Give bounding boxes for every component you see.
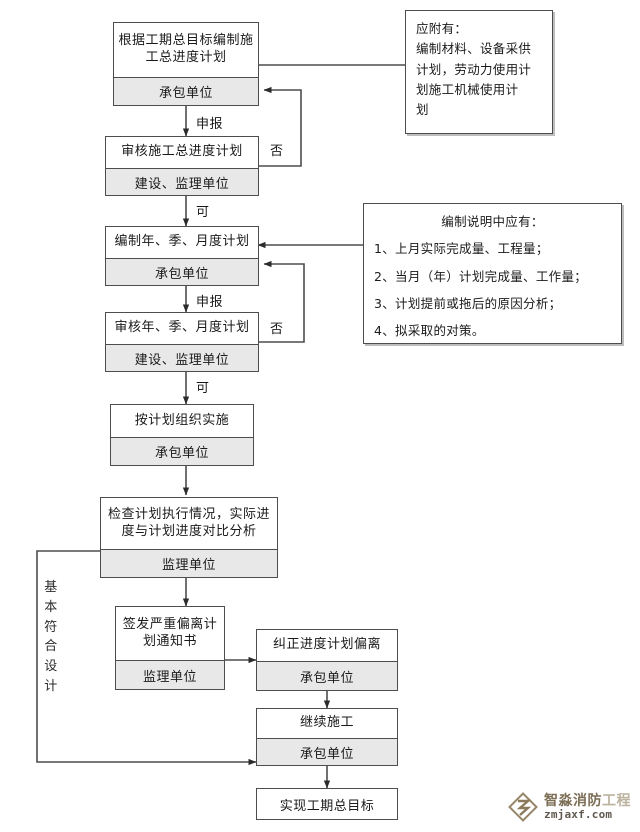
note2-head: 编制说明中应有： [441,214,544,229]
node-box-n3[interactable]: 编制年、季、月度计划 承包单位 [105,226,259,286]
node-actor-n8: 承包单位 [257,661,397,690]
node-actor-n3: 承包单位 [106,258,258,285]
watermark: 智淼消防工程 zmjaxf.com [508,792,631,822]
note1-line-2: 计划，劳动力使用计 [416,61,532,77]
conform-char-2: 本 [44,599,58,615]
node-actor-n9: 承包单位 [257,738,397,765]
note2-line-2: 2、当月（年）计划完成量、工作量； [374,268,588,284]
node-title-n1: 根据工期总目标编制施工总进度计划 [118,33,254,65]
note2-line-4: 4、拟采取的对策。 [374,323,485,338]
node-actor-n2: 建设、监理单位 [106,168,258,195]
note-box-attachments: 应附有： 编制材料、设备采供 计划，劳动力使用计 划施工机械使用计 划 [405,10,553,134]
note2-line-1: 1、上月实际完成量、工程量； [374,241,549,257]
conform-char-4: 合 [44,639,58,655]
note2-line-3: 3、计划提前或拖后的原因分析； [374,295,562,311]
watermark-brand-faded: 工程 [602,792,631,809]
edge-label-submit-2: 申报 [196,295,224,310]
node-title-n6: 检查计划执行情况，实际进度与计划进度对比分析 [107,506,270,539]
node-box-n1[interactable]: 根据工期总目标编制施工总进度计划 承包单位 [113,22,259,106]
watermark-brand-main: 智淼消防 [544,792,602,809]
conform-char-5: 设 [44,659,58,674]
note1-head: 应附有： [416,21,468,36]
edge-label-conform: 基 本 符 合 设 计 [42,578,60,697]
node-title-n8: 纠正进度计划偏离 [272,637,381,653]
node-box-n9[interactable]: 继续施工 承包单位 [256,708,398,766]
node-box-n10[interactable]: 实现工期总目标 [256,788,398,820]
node-title-n10: 实现工期总目标 [279,798,375,814]
note-box-description: 编制说明中应有： 1、上月实际完成量、工程量； 2、当月（年）计划完成量、工作量… [363,203,622,344]
node-title-n5: 按计划组织实施 [134,412,230,428]
conform-char-1: 基 [44,580,58,595]
node-box-n8[interactable]: 纠正进度计划偏离 承包单位 [256,629,398,691]
edge-label-approve-1: 可 [196,205,210,220]
node-actor-n4: 建设、监理单位 [106,344,258,371]
node-title-n7: 签发严重偏离计划通知书 [122,616,218,649]
node-box-n7[interactable]: 签发严重偏离计划通知书 监理单位 [115,606,225,690]
node-actor-n5: 承包单位 [111,437,253,465]
edge-label-approve-2: 可 [196,381,210,396]
node-actor-n6: 监理单位 [101,549,277,577]
watermark-url: zmjaxf.com [544,807,613,821]
node-box-n2[interactable]: 审核施工总进度计划 建设、监理单位 [105,136,259,196]
node-title-n2: 审核施工总进度计划 [121,144,243,160]
node-actor-n7: 监理单位 [116,660,224,689]
edge-label-reject-2: 否 [270,322,284,337]
diamond-logo-icon [508,792,538,822]
edge-label-reject-1: 否 [270,144,284,159]
note1-line-4: 划 [416,102,429,117]
edge-label-submit-1: 申报 [196,117,224,132]
node-title-n3: 编制年、季、月度计划 [114,234,250,250]
watermark-brand: 智淼消防工程 [544,792,631,809]
node-actor-n1: 承包单位 [114,77,258,105]
node-box-n6[interactable]: 检查计划执行情况，实际进度与计划进度对比分析 监理单位 [100,497,278,578]
conform-char-3: 符 [44,619,58,635]
note1-line-3: 划施工机械使用计 [416,81,519,97]
node-title-n9: 继续施工 [299,715,354,731]
node-title-n4: 审核年、季、月度计划 [114,320,250,336]
node-box-n4[interactable]: 审核年、季、月度计划 建设、监理单位 [105,312,259,372]
conform-char-6: 计 [44,678,58,694]
note1-line-1: 编制材料、设备采供 [416,41,532,57]
node-box-n5[interactable]: 按计划组织实施 承包单位 [110,404,254,466]
